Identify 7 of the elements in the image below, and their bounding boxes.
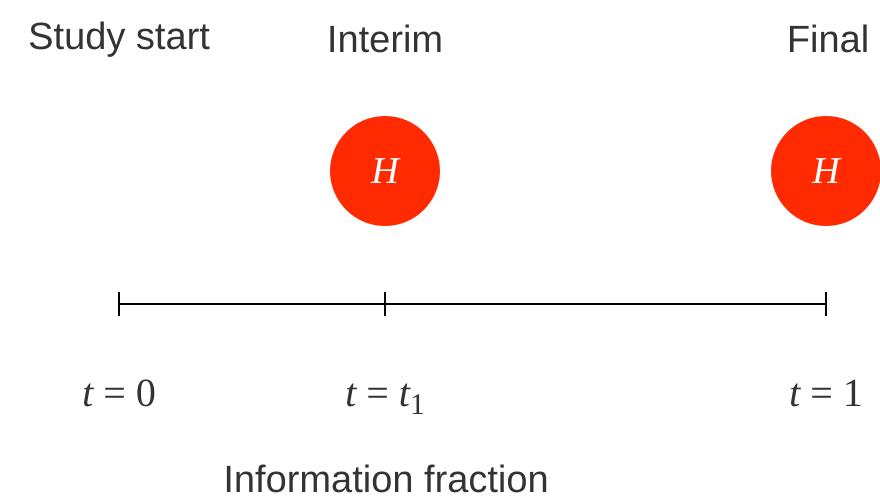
time-label: t = t$_{1}$ (345, 373, 425, 413)
milestone-label: Study start (28, 18, 210, 56)
time-label: t = 0 (82, 373, 156, 413)
time-label: t = 1 (789, 373, 863, 413)
axis-title: Information fraction (223, 461, 549, 499)
milestone-label: Interim (326, 21, 444, 59)
milestone-label: Final (786, 21, 870, 59)
